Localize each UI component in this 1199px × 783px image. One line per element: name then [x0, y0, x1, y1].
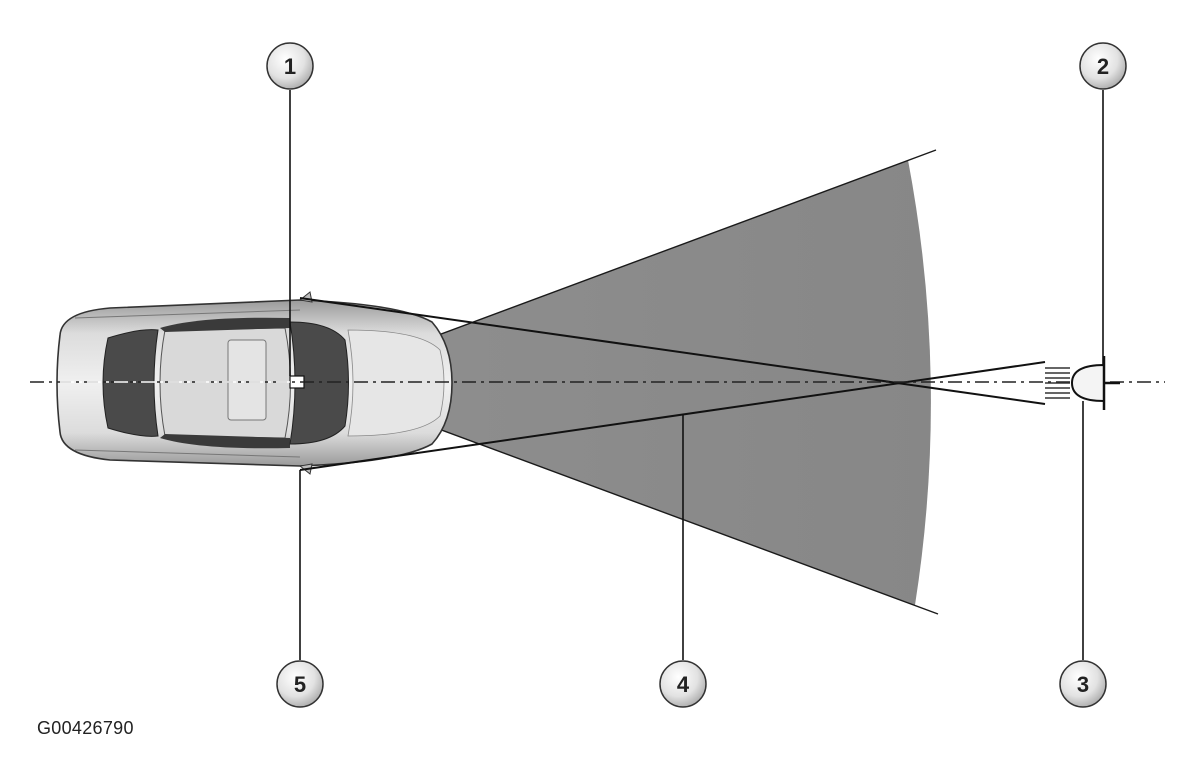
- callout-2: 2: [1079, 42, 1127, 90]
- aim-line-upper: [299, 297, 1046, 405]
- callout-label: 5: [294, 672, 306, 697]
- callout-1: 1: [266, 42, 314, 90]
- headlamp-icon: [1045, 356, 1120, 410]
- car-top-view-icon: [56, 291, 453, 475]
- callout-3: 3: [1059, 660, 1107, 708]
- callout-label: 1: [284, 54, 296, 79]
- callout-label: 2: [1097, 54, 1109, 79]
- callout-5: 5: [276, 660, 324, 708]
- aim-line-lower: [299, 361, 1046, 471]
- callout-label: 3: [1077, 672, 1089, 697]
- figure-id: G00426790: [37, 718, 134, 738]
- radar-beam-cone: [312, 160, 931, 605]
- callout-label: 4: [677, 672, 690, 697]
- callout-4: 4: [659, 660, 707, 708]
